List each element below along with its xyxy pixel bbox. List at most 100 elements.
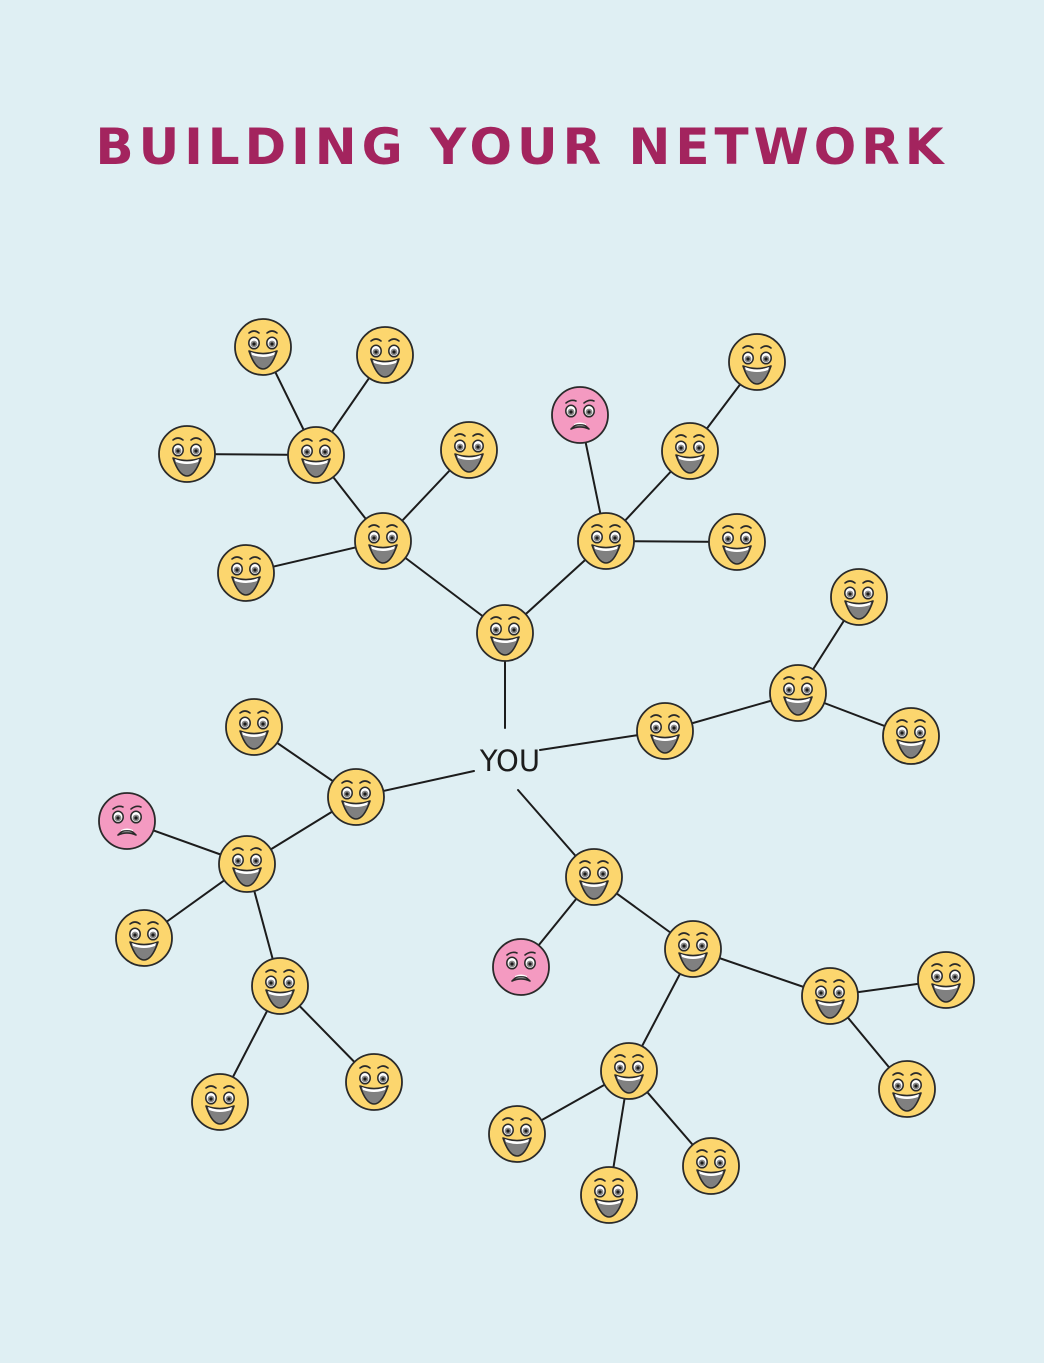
eye-pupil — [151, 933, 155, 937]
eyebrow — [844, 580, 856, 584]
happy-face-node — [661, 422, 719, 480]
eye-pupil — [194, 449, 198, 453]
eye-pupil — [227, 1097, 231, 1101]
eyebrow — [722, 525, 734, 529]
eyebrow — [472, 433, 484, 437]
teeth — [251, 352, 275, 357]
eye-pupil — [287, 981, 291, 985]
teeth — [818, 1001, 842, 1006]
eye-pupil — [476, 445, 480, 449]
teeth — [597, 1200, 621, 1205]
happy-face-node — [682, 1137, 740, 1195]
eye-pupil — [587, 410, 591, 414]
happy-face-node — [830, 568, 888, 626]
sad-face-icon — [98, 792, 156, 850]
happy-face-node — [878, 1060, 936, 1118]
eyebrow — [524, 951, 536, 956]
eye-pupil — [381, 1077, 385, 1081]
teeth — [371, 546, 395, 551]
eye-pupil — [866, 592, 870, 596]
eyebrow — [931, 963, 943, 967]
eye-pupil — [598, 1190, 602, 1194]
eye-pupil — [918, 731, 922, 735]
eyebrow — [696, 932, 708, 936]
teeth — [344, 802, 368, 807]
teeth — [132, 943, 156, 948]
teeth — [681, 954, 705, 959]
teeth — [505, 1139, 529, 1144]
happy-face-node — [577, 512, 635, 570]
eyebrow — [760, 345, 772, 349]
teeth — [493, 638, 517, 643]
teeth — [725, 547, 749, 552]
teeth — [208, 1107, 232, 1112]
eye-pupil — [900, 731, 904, 735]
happy-face-node — [476, 604, 534, 662]
eyebrow — [614, 1054, 626, 1058]
teeth — [895, 1094, 919, 1099]
eyebrow — [520, 1117, 532, 1121]
eye-pupil — [613, 536, 617, 540]
eyebrow — [190, 437, 202, 441]
eye-pupil — [679, 446, 683, 450]
eyebrow — [248, 330, 260, 334]
eyebrow — [693, 434, 705, 438]
eyebrow — [368, 524, 380, 528]
eyebrow — [341, 780, 353, 784]
happy-face-node — [287, 426, 345, 484]
teeth — [934, 985, 958, 990]
happy-face-node — [565, 848, 623, 906]
eyebrow — [579, 860, 591, 864]
eye-pupil — [374, 350, 378, 354]
happy-face-node — [580, 1166, 638, 1224]
eyebrow — [112, 805, 124, 810]
eye-pupil — [718, 1161, 722, 1165]
eyebrow — [949, 963, 961, 967]
eyebrow — [597, 860, 609, 864]
teeth — [678, 456, 702, 461]
eye-pupil — [506, 1129, 510, 1133]
eyebrow — [377, 1065, 389, 1069]
eye-pupil — [253, 568, 257, 572]
teeth — [617, 1076, 641, 1081]
eyebrow — [565, 399, 577, 404]
eye-pupil — [569, 410, 573, 414]
eyebrow — [232, 847, 244, 851]
eyebrow — [675, 434, 687, 438]
happy-face-node — [882, 707, 940, 765]
eye-pupil — [458, 445, 462, 449]
eye-pupil — [243, 722, 247, 726]
eyebrow — [239, 710, 251, 714]
eye-pupil — [494, 628, 498, 632]
eyebrow — [147, 921, 159, 925]
eyebrow — [612, 1178, 624, 1182]
happy-face-node — [440, 421, 498, 479]
happy-face-node — [225, 698, 283, 756]
eyebrow — [892, 1072, 904, 1076]
eye-pupil — [363, 1077, 367, 1081]
eye-pupil — [510, 962, 514, 966]
eyebrow — [801, 676, 813, 680]
eyebrow — [696, 1149, 708, 1153]
frown-mouth — [511, 975, 531, 982]
eye-pupil — [176, 449, 180, 453]
eye-pupil — [583, 872, 587, 876]
teeth — [268, 991, 292, 996]
sad-face-node — [492, 938, 550, 996]
eyebrow — [714, 1149, 726, 1153]
happy-face-node — [234, 318, 292, 376]
teeth — [515, 974, 527, 977]
eyebrow — [896, 719, 908, 723]
eyebrow — [388, 338, 400, 342]
eye-pupil — [595, 536, 599, 540]
eyebrow — [283, 969, 295, 973]
eye-pupil — [618, 1066, 622, 1070]
eye-pupil — [323, 450, 327, 454]
eye-pupil — [896, 1084, 900, 1088]
eyebrow — [231, 556, 243, 560]
teeth — [699, 1171, 723, 1176]
face-nodes — [98, 318, 975, 1224]
eye-pupil — [305, 450, 309, 454]
teeth — [304, 460, 328, 465]
